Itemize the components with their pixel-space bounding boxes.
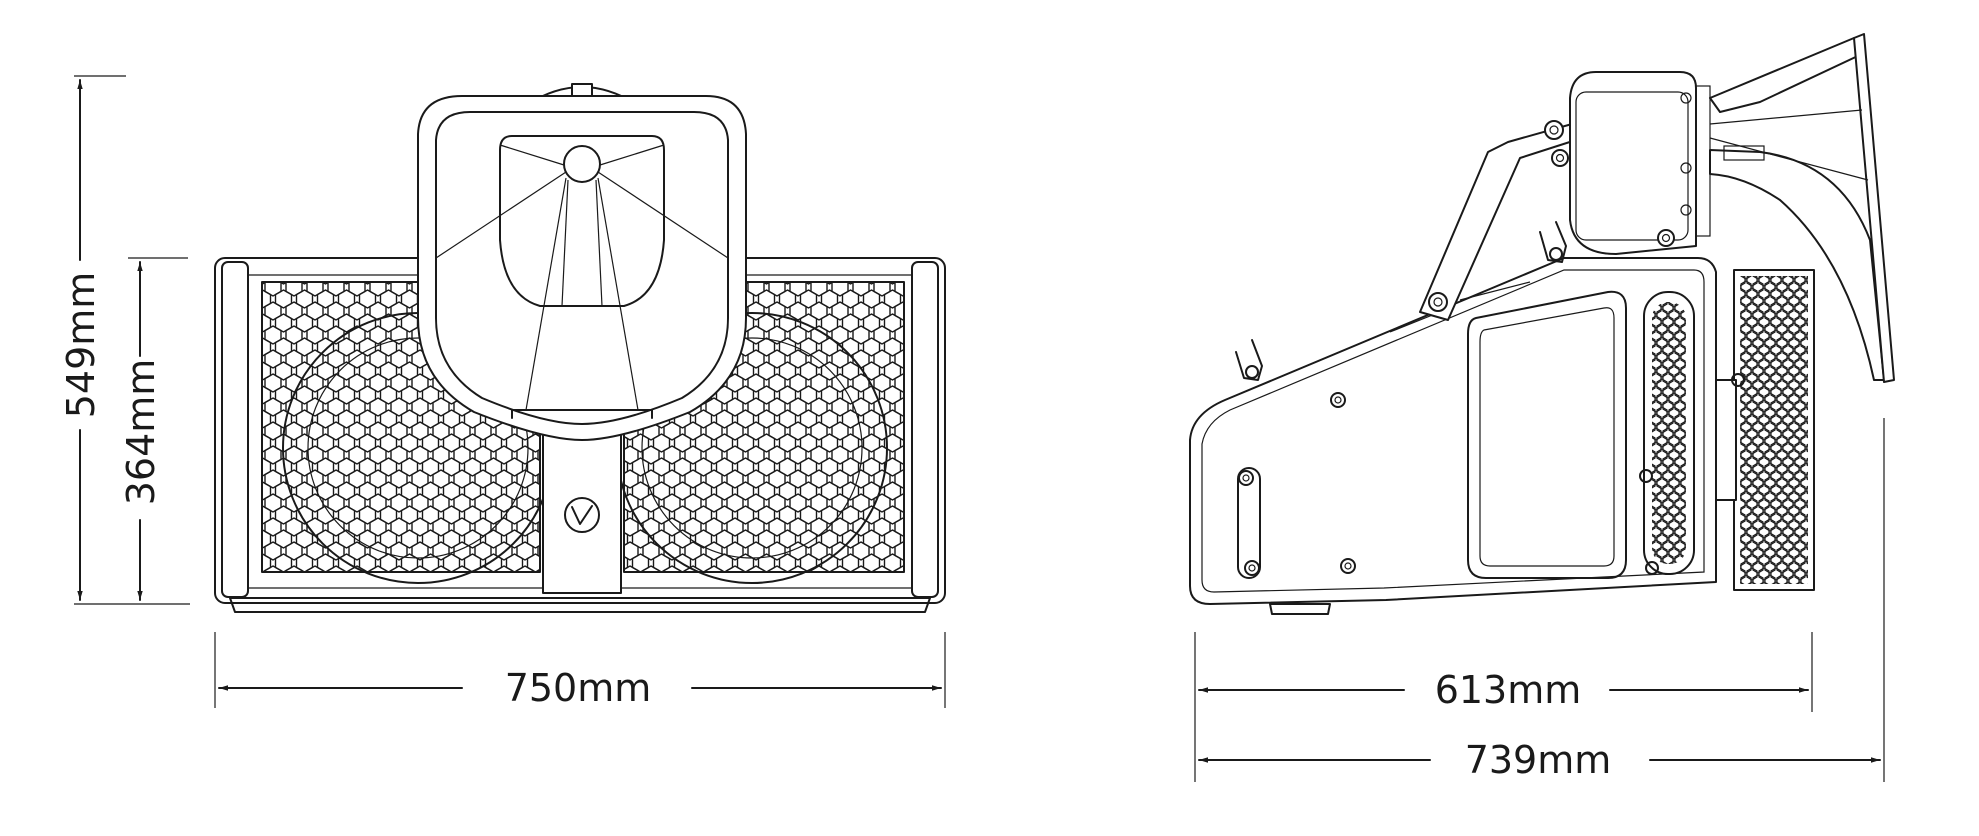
side-slot	[1237, 467, 1261, 579]
v-logo-icon	[564, 497, 600, 533]
side-view	[1189, 33, 1895, 615]
front-view	[214, 83, 946, 613]
side-screw	[1330, 392, 1346, 408]
side-grille-front	[1643, 291, 1695, 575]
dimension-739-label: 739mm	[1465, 738, 1612, 782]
dimension-613-label: 613mm	[1435, 668, 1582, 712]
side-window	[1467, 290, 1627, 579]
front-horn-throat	[499, 135, 665, 307]
dimension-364-label: 364mm	[119, 359, 163, 506]
side-horn-top-flare	[1709, 37, 1863, 113]
dimension-750: 750mm	[214, 632, 946, 710]
front-right-rail	[911, 261, 939, 598]
front-left-rail	[221, 261, 249, 598]
dimension-549-label: 549mm	[59, 272, 103, 419]
side-horn-bottom-flare	[1709, 149, 1885, 381]
side-rigging-pin-left	[1235, 339, 1263, 381]
dimension-549: 549mm	[59, 75, 190, 605]
front-horn-driver	[563, 145, 601, 183]
dimension-750-label: 750mm	[505, 666, 652, 710]
dimension-364: 364mm	[119, 257, 188, 601]
front-bottom-strip	[229, 597, 931, 613]
side-horn-driver-block	[1569, 71, 1697, 255]
dimension-739: 739mm	[1198, 418, 1885, 782]
side-rigging-pin-right	[1539, 221, 1567, 263]
dimension-613: 613mm	[1194, 632, 1813, 782]
side-cabinet-outline	[1189, 257, 1717, 605]
side-horn-mouth	[1853, 33, 1895, 383]
